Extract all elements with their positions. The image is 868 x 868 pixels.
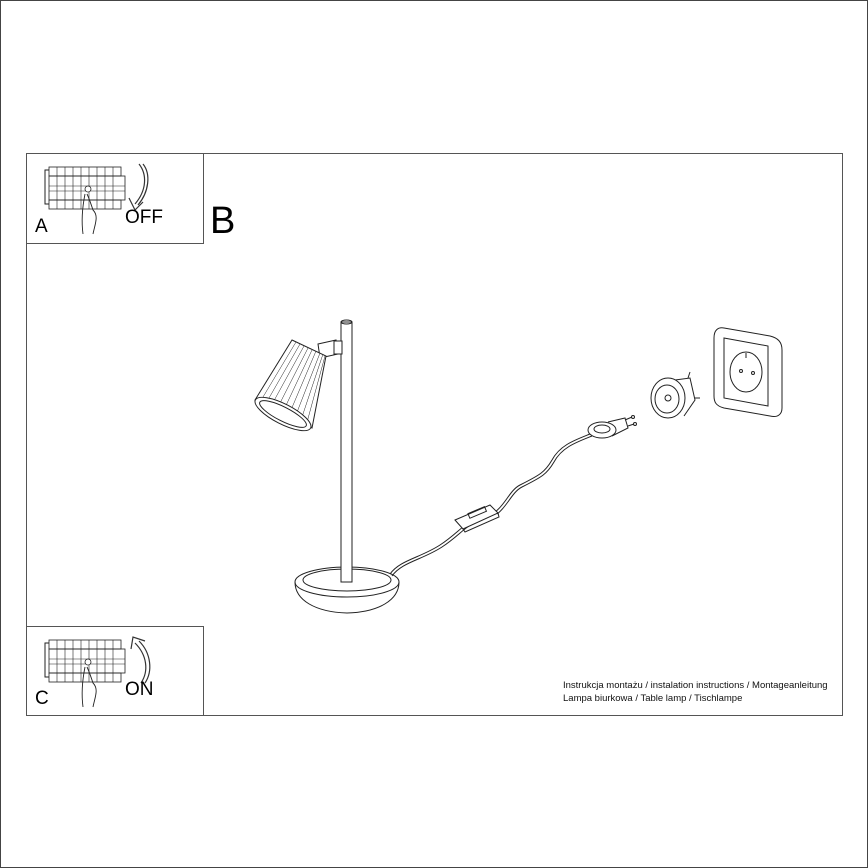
lamp-shade xyxy=(254,339,327,432)
step-c-label: C xyxy=(35,688,49,709)
wall-socket xyxy=(713,327,783,417)
plug-adapter xyxy=(650,371,700,419)
lamp-arm xyxy=(317,339,343,359)
step-a-label: A xyxy=(35,216,48,237)
step-a-action-off: OFF xyxy=(125,207,163,228)
lamp-pole xyxy=(340,319,353,583)
inline-switch xyxy=(454,504,500,533)
arrow-up-icon xyxy=(130,636,151,684)
lamp-cable xyxy=(389,433,593,577)
caption-line-2: Lampa biurkowa / Table lamp / Tischlampe xyxy=(563,693,743,704)
instruction-panel xyxy=(26,153,843,716)
step-b-label: B xyxy=(210,200,236,242)
step-c-box: C ON xyxy=(26,626,204,716)
euro-plug xyxy=(587,415,637,439)
step-a-box: A OFF xyxy=(26,153,204,244)
caption-line-1: Instrukcja montażu / instalation instruc… xyxy=(563,680,828,691)
instruction-caption: Instrukcja montażu / instalation instruc… xyxy=(563,679,828,705)
breaker-panel-icon xyxy=(44,639,126,708)
step-c-action-on: ON xyxy=(125,679,154,700)
breaker-panel-icon xyxy=(44,166,126,235)
arrow-down-icon xyxy=(128,163,149,212)
